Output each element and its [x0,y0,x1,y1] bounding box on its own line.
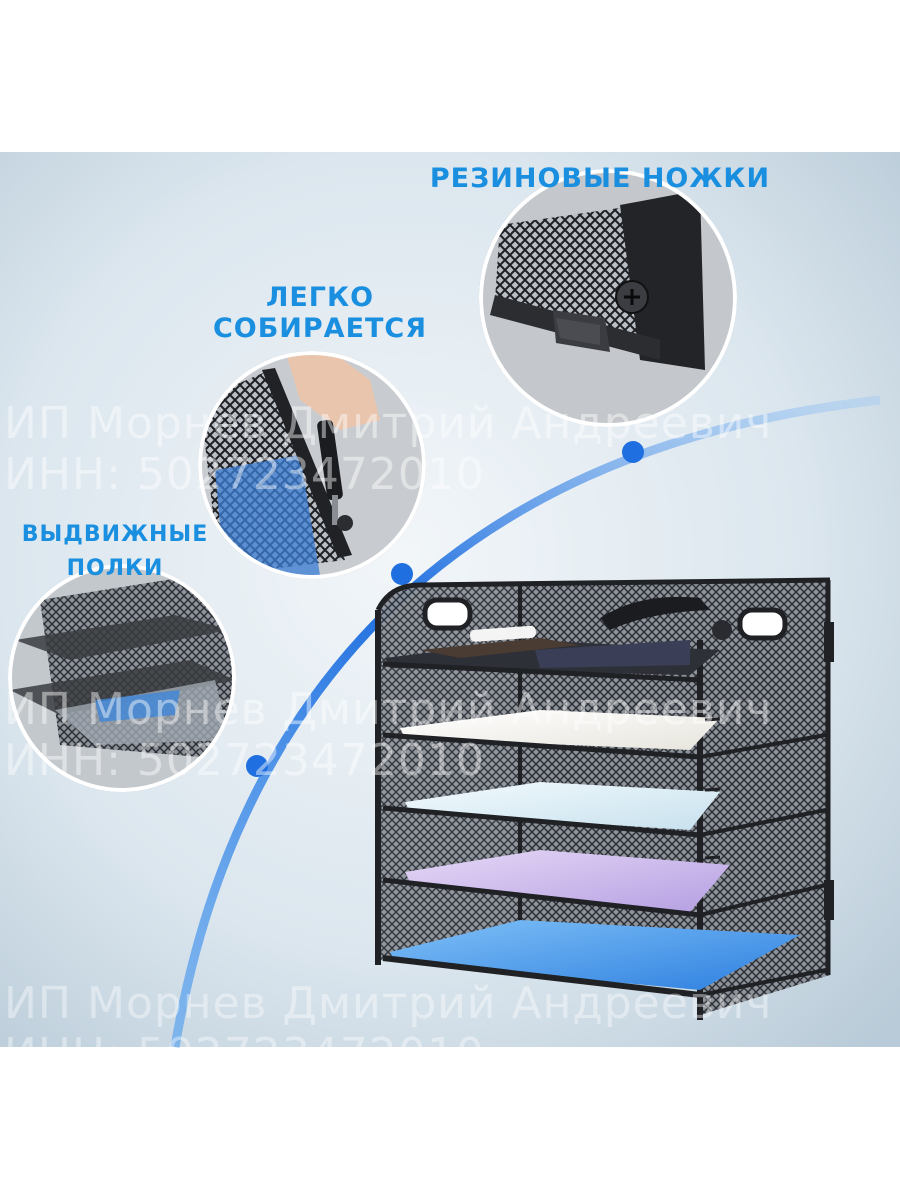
sliding-shelf-detail-icon [8,564,236,792]
feature-label-line1: ЛЕГКО [265,282,375,313]
feature-label-line2: СОБИРАЕТСЯ [212,313,428,345]
screwdriver-assembly-detail-icon [198,351,426,579]
feature-label-easy-assembly: ЛЕГКО СОБИРАЕТСЯ [170,282,470,344]
feature-label-line1: ВЫДВИЖНЫЕ [21,522,209,547]
arc-dot [391,563,413,585]
rubber-foot-detail-icon [479,169,737,427]
feature-label-rubber-feet: РЕЗИНОВЫЕ НОЖКИ [400,163,800,194]
arc-dot [622,441,644,463]
arc-dot [246,755,268,777]
feature-label-sliding-shelves: ВЫДВИЖНЫЕ ПОЛКИ [0,518,230,586]
feature-label-line2: ПОЛКИ [66,556,164,582]
feature-label-text: РЕЗИНОВЫЕ НОЖКИ [429,163,771,194]
mesh-organizer [375,577,834,1020]
